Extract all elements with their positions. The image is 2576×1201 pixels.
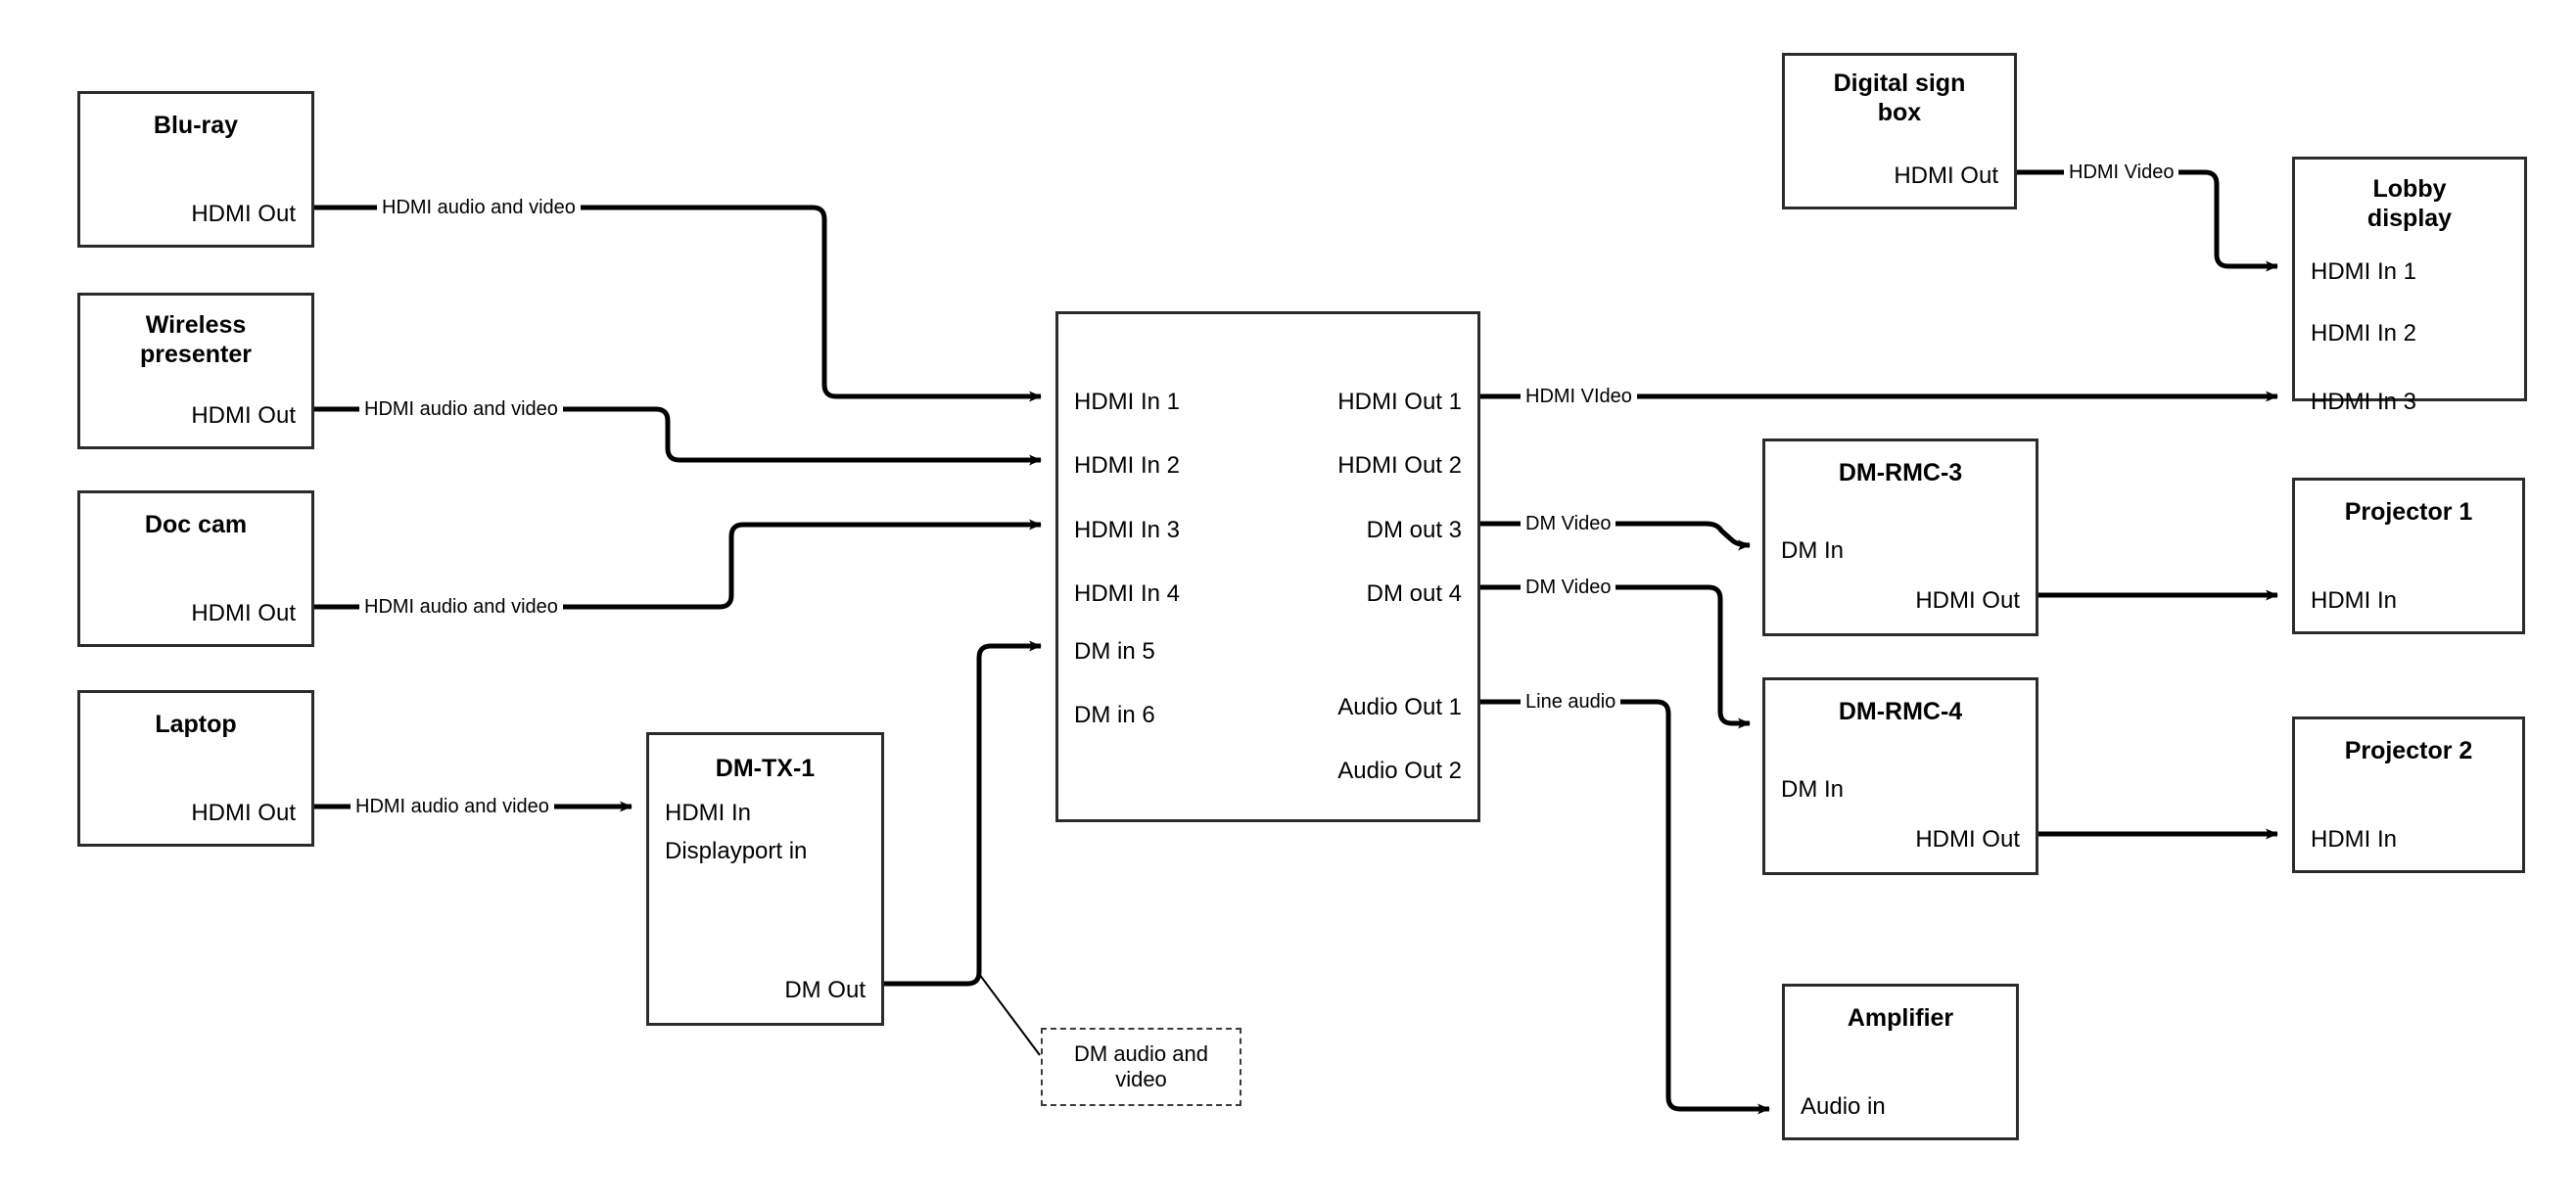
device-projector-1-title: Projector 1 [2344,498,2473,526]
device-lobby-display-port-hdmi-in-1[interactable]: HDMI In 1 [2311,258,2417,285]
device-amplifier[interactable]: Amplifier Audio in [1782,984,2019,1140]
device-digital-sign-box-title-line1: Digital sign [1833,69,1966,97]
device-dm-8x8-output-3[interactable]: DM out 3 [1366,517,1462,543]
device-dm-8x8-input-1[interactable]: HDMI In 1 [1074,389,1181,415]
device-lobby-display[interactable]: Lobby display HDMI In 1 HDMI In 2 HDMI I… [2292,157,2527,414]
wire-audio-out1-to-amplifier [1480,699,1770,1115]
device-dm-8x8-output-audio-1[interactable]: Audio Out 1 [1337,694,1462,720]
device-dm-tx-1-port-displayport-in[interactable]: Displayport in [665,838,808,864]
device-dm-tx-1[interactable]: DM-TX-1 HDMI In Displayport in DM Out [646,732,884,1026]
device-wireless-presenter-title-line2: presenter [140,341,252,368]
device-doc-cam-port-hdmi-out[interactable]: HDMI Out [191,600,296,626]
device-dm-rmc-4[interactable]: DM-RMC-4 DM In HDMI Out [1762,677,2038,875]
device-amplifier-title: Amplifier [1847,1004,1954,1032]
device-doc-cam[interactable]: Doc cam HDMI Out [77,490,314,647]
device-projector-2[interactable]: Projector 2 HDMI In [2292,716,2525,873]
device-lobby-display-title-line1: Lobby [2372,175,2447,203]
device-lobby-display-port-hdmi-in-3[interactable]: HDMI In 3 [2311,389,2417,415]
callout-dm-audio-and-video: DM audio and video [1041,1028,1241,1106]
device-digital-sign-box[interactable]: Digital sign box HDMI Out [1782,53,2017,209]
device-lobby-display-port-hdmi-in-2[interactable]: HDMI In 2 [2311,320,2417,346]
wire-dmtx1-to-in5 [884,640,1042,987]
device-digital-sign-box-title-line2: box [1877,99,1922,126]
device-dm-tx-1-port-hdmi-in[interactable]: HDMI In [665,800,752,826]
wire-doccam-to-in3 [314,519,1042,610]
device-dm-tx-1-title: DM-TX-1 [715,755,816,782]
wire-label-hdmi-out1: HDMI VIdeo [1521,387,1637,406]
device-wireless-presenter-title-line1: Wireless [145,311,247,339]
device-dm-rmc-4-port-hdmi-out[interactable]: HDMI Out [1915,826,2020,853]
device-lobby-display-title-line2: display [2366,205,2453,232]
device-dm-rmc-3-title: DM-RMC-3 [1838,459,1963,486]
device-dm-tx-1-port-dm-out[interactable]: DM Out [784,977,866,1003]
device-dm-8x8-input-5[interactable]: DM in 5 [1074,638,1155,665]
device-laptop-title: Laptop [155,711,237,738]
device-dm-rmc-3-port-dm-in[interactable]: DM In [1781,537,1845,564]
device-wireless-presenter[interactable]: Wireless presenter HDMI Out [77,293,314,449]
wire-signbox-to-lobby-in1 [2017,169,2278,272]
callout-leader-line [978,973,1041,1056]
device-projector-2-port-hdmi-in[interactable]: HDMI In [2311,826,2398,853]
device-dm-8x8-output-2[interactable]: HDMI Out 2 [1337,452,1462,479]
wire-label-doccam: HDMI audio and video [359,597,563,617]
wire-label-signbox: HDMI Video [2064,162,2179,182]
wire-label-laptop: HDMI audio and video [351,797,554,816]
device-dm-rmc-3-port-hdmi-out[interactable]: HDMI Out [1915,587,2020,614]
wire-label-wireless: HDMI audio and video [359,399,563,419]
device-digital-sign-box-port-hdmi-out[interactable]: HDMI Out [1894,162,1998,189]
device-dm-rmc-3[interactable]: DM-RMC-3 DM In HDMI Out [1762,439,2038,636]
device-amplifier-port-audio-in[interactable]: Audio in [1801,1093,1886,1120]
wire-label-dm-out3: DM Video [1521,514,1616,533]
device-wireless-presenter-port-hdmi-out[interactable]: HDMI Out [191,402,296,429]
device-doc-cam-title: Doc cam [144,511,248,538]
device-laptop[interactable]: Laptop HDMI Out [77,690,314,847]
wire-label-line-audio: Line audio [1521,692,1621,712]
device-projector-2-title: Projector 2 [2344,737,2473,764]
device-dm-8x8-body[interactable]: HDMI In 1 HDMI In 2 HDMI In 3 HDMI In 4 … [1055,311,1480,822]
wire-bluray-to-in1 [314,205,1042,402]
device-dm-8x8-output-4[interactable]: DM out 4 [1366,580,1462,607]
device-dm-rmc-4-title: DM-RMC-4 [1838,698,1963,725]
device-bluray-port-hdmi-out[interactable]: HDMI Out [191,201,296,227]
device-dm-8x8-input-2[interactable]: HDMI In 2 [1074,452,1181,479]
device-projector-1[interactable]: Projector 1 HDMI In [2292,478,2525,634]
device-projector-1-port-hdmi-in[interactable]: HDMI In [2311,587,2398,614]
wire-label-bluray: HDMI audio and video [377,198,581,217]
device-dm-8x8-output-1[interactable]: HDMI Out 1 [1337,389,1462,415]
device-dm-8x8-output-audio-2[interactable]: Audio Out 2 [1337,758,1462,784]
wire-label-dm-out4: DM Video [1521,577,1616,597]
device-bluray[interactable]: Blu-ray HDMI Out [77,91,314,248]
device-dm-8x8-input-3[interactable]: HDMI In 3 [1074,517,1181,543]
device-bluray-title: Blu-ray [153,112,239,139]
device-dm-8x8-input-6[interactable]: DM in 6 [1074,702,1155,728]
device-dm-8x8-input-4[interactable]: HDMI In 4 [1074,580,1181,607]
device-laptop-port-hdmi-out[interactable]: HDMI Out [191,800,296,826]
device-dm-rmc-4-port-dm-in[interactable]: DM In [1781,776,1845,803]
